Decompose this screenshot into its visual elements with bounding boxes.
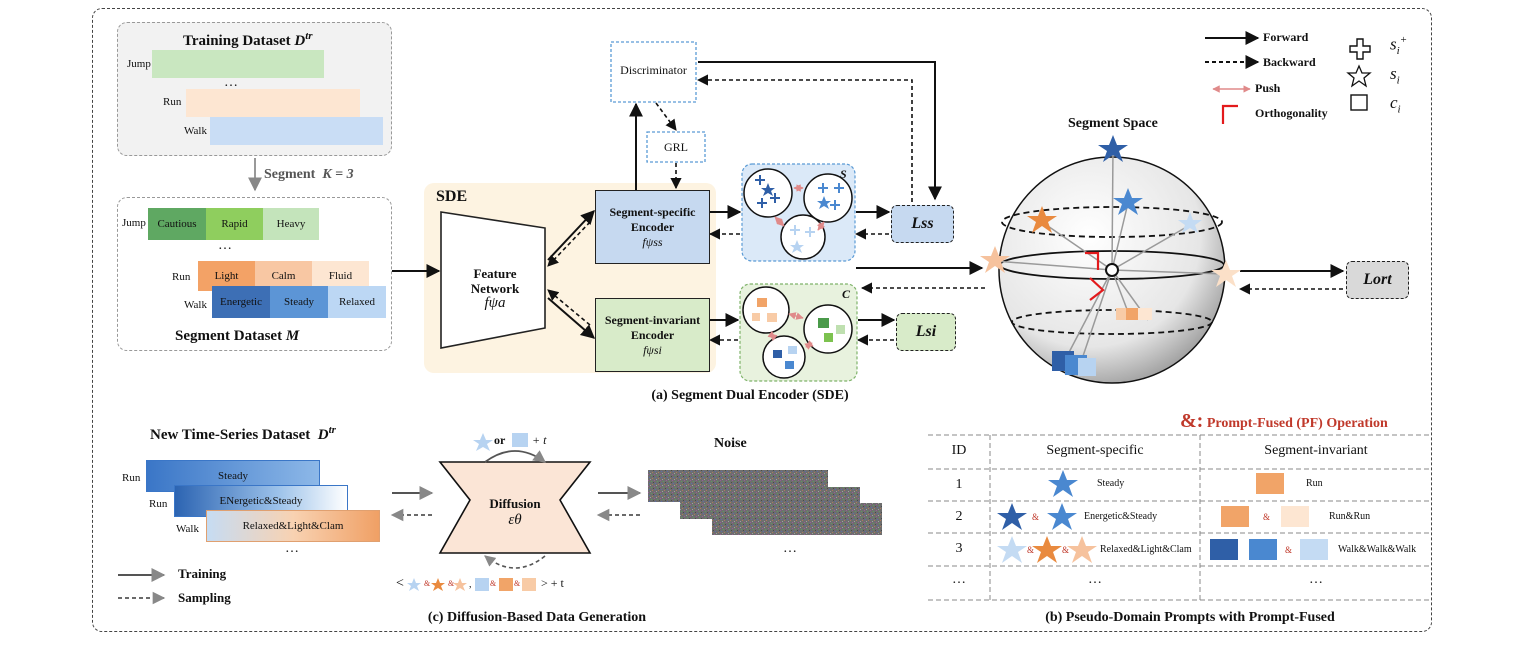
mini-legend-training: Training: [178, 566, 227, 581]
new-row-label: Run: [122, 472, 141, 484]
mini-legend-sampling: Sampling: [178, 590, 231, 605]
table-row-specific: Steady: [1097, 478, 1125, 489]
loss-ort-box: Lort: [1346, 261, 1409, 299]
diffusion-label: Diffusion: [489, 496, 541, 511]
segment-space-title: Segment Space: [1068, 116, 1158, 131]
table-row-invariant: Run&Run: [1329, 511, 1371, 522]
training-bar-jump: [152, 50, 324, 78]
table-row-specific: Energetic&Steady: [1084, 511, 1158, 522]
pf-header: &: Prompt-Fused (PF) Operation: [1180, 410, 1388, 432]
diffusion-caption: (c) Diffusion-Based Data Generation: [427, 610, 647, 625]
noise-title: Noise: [714, 436, 747, 451]
legend-push: Push: [1255, 81, 1281, 95]
segment-cell: Rapid: [206, 208, 263, 240]
segment-cell: Cautious: [148, 208, 206, 240]
segment-space-sphere: [980, 135, 1241, 384]
table-row-invariant: Run: [1306, 478, 1323, 489]
table-row-invariant: …: [1309, 572, 1323, 587]
amp-mark: &: [1027, 545, 1035, 555]
legend-symbol-square: ci: [1390, 93, 1401, 116]
cluster-c-label: C: [842, 287, 851, 301]
segment-cell: Heavy: [263, 208, 319, 240]
legend-backward: Backward: [1263, 55, 1316, 69]
new-row-label: Run: [149, 498, 168, 510]
segment-dataset-title: Segment Dataset M: [175, 328, 300, 344]
new-bar-3: Relaxed&Light&Clam: [206, 510, 380, 542]
segment-specific-encoder: Segment-specific Encoder fψss: [595, 190, 710, 264]
segment-ellipsis: …: [218, 238, 232, 253]
table-row-id: 2: [955, 509, 963, 524]
amp-mark: &: [514, 579, 521, 588]
table-row-invariant: Walk&Walk&Walk: [1338, 544, 1417, 555]
new-row-label: Walk: [176, 523, 199, 535]
loss-ss-box: Lss: [891, 205, 954, 243]
legend-forward: Forward: [1263, 30, 1309, 44]
legend-symbol-star: si: [1390, 64, 1400, 87]
amp-mark: &: [1032, 512, 1040, 522]
discriminator-box: [610, 41, 697, 103]
table-header-id: ID: [951, 443, 967, 458]
table-row-specific: …: [1088, 572, 1102, 587]
feature-network-shape: [440, 211, 546, 349]
amp-mark: &: [424, 579, 431, 588]
cluster-s-label: S: [840, 167, 847, 181]
grl-label: GRL: [664, 140, 688, 154]
segment-cell: Energetic: [212, 286, 270, 318]
amp-mark: &: [1062, 545, 1070, 555]
grl-box: [646, 131, 706, 163]
new-dataset-title: New Time-Series Dataset Dtr: [150, 424, 336, 443]
noise-ellipsis: …: [783, 541, 797, 556]
legend-symbol-plus: si+: [1390, 34, 1408, 58]
diffusion-shape: [438, 461, 592, 554]
table-row-id: 1: [955, 477, 963, 492]
training-ellipsis: …: [224, 75, 238, 90]
amp-mark: &: [1285, 545, 1293, 555]
table-caption: (b) Pseudo-Domain Prompts with Prompt-Fu…: [1045, 610, 1335, 625]
segment-invariant-encoder: Segment-invariant Encoder fψsi: [595, 298, 710, 372]
legend-orthogonality: Orthogonality: [1255, 106, 1328, 120]
amp-mark: &: [490, 579, 497, 588]
diffusion-bottom-right: > + t: [541, 576, 564, 590]
segment-step-label: Segment K = 3: [264, 167, 354, 182]
sde-label: SDE: [436, 188, 468, 205]
sde-caption: (a) Segment Dual Encoder (SDE): [651, 388, 849, 403]
segment-cell: Steady: [270, 286, 328, 318]
discriminator-label: Discriminator: [620, 63, 687, 77]
training-row-label: Jump: [127, 58, 151, 70]
training-row-label: Run: [163, 96, 182, 108]
diffusion-bottom-left: <: [396, 576, 404, 591]
table-row-specific: Relaxed&Light&Clam: [1100, 544, 1192, 555]
training-dataset-title: Training Dataset Dtr: [183, 30, 313, 49]
comma-mark: ,: [469, 579, 472, 590]
amp-mark: &: [448, 579, 455, 588]
feature-network-label: Feature Network fψa: [470, 266, 520, 311]
loss-si-box: Lsi: [896, 313, 956, 351]
diffusion-or: or: [494, 433, 506, 447]
segment-cell: Relaxed: [328, 286, 386, 318]
segment-row-label: Walk: [184, 299, 207, 311]
table-row-id: …: [952, 572, 966, 587]
new-dataset-ellipsis: …: [285, 541, 299, 556]
table-row-id: 3: [955, 541, 963, 556]
diffusion-symbol: εθ: [508, 512, 522, 528]
figure-frame: [92, 8, 1432, 632]
segment-row-label: Jump: [122, 217, 146, 229]
training-bar-walk: [210, 117, 383, 145]
training-bar-run: [186, 89, 360, 117]
segment-row-label: Run: [172, 271, 191, 283]
diffusion-top-plus: + t: [532, 433, 547, 447]
table-header-specific: Segment-specific: [1046, 443, 1144, 458]
training-row-label: Walk: [184, 125, 207, 137]
amp-mark: &: [1263, 512, 1271, 522]
table-header-invariant: Segment-invariant: [1264, 443, 1368, 458]
